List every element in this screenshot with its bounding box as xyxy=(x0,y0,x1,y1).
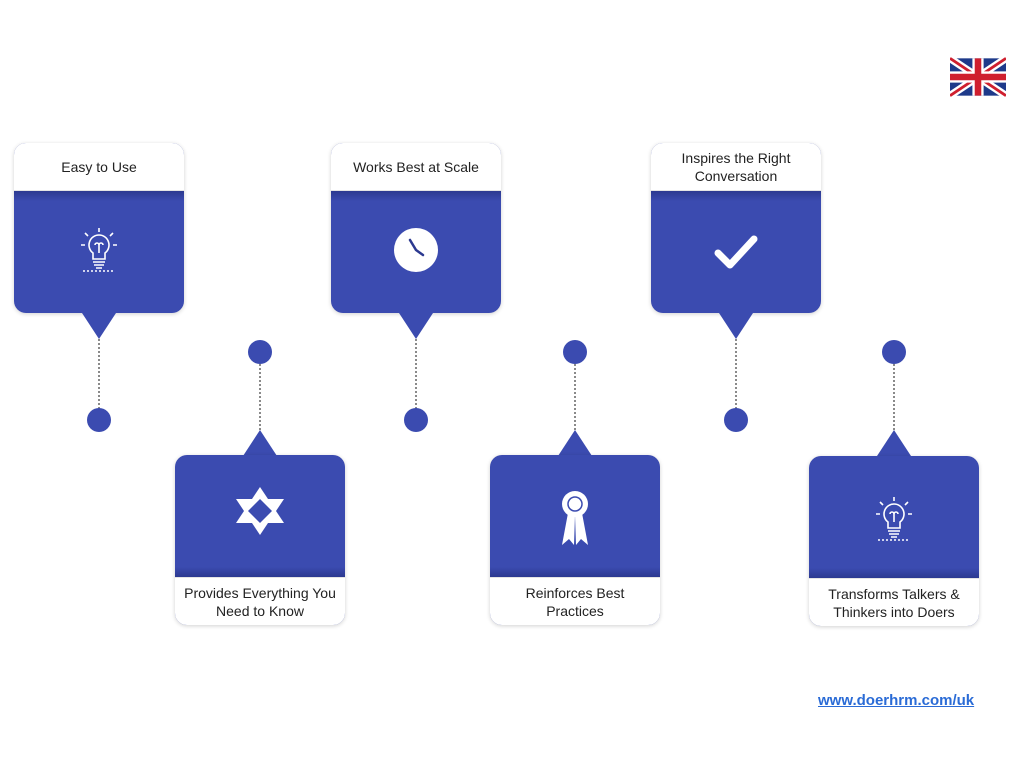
lightbulb-icon xyxy=(81,228,117,272)
step-label: Inspires the Right Conversation xyxy=(651,143,821,191)
step-card-reinforces-best-practices: Reinforces Best Practices xyxy=(490,455,660,625)
step-card-provides-everything: Provides Everything You Need to Know xyxy=(175,455,345,625)
timeline-node xyxy=(87,408,111,432)
website-link[interactable]: www.doerhrm.com/uk xyxy=(818,692,975,709)
uk-flag-icon xyxy=(950,57,1006,97)
step-label: Reinforces Best Practices xyxy=(490,577,660,625)
timeline-node xyxy=(248,340,272,364)
step-card-works-best-at-scale: Works Best at Scale xyxy=(331,143,501,313)
timeline-node xyxy=(724,408,748,432)
timeline-node xyxy=(404,408,428,432)
step-card-inspires-right-conversation: Inspires the Right Conversation xyxy=(651,143,821,313)
star-of-david-icon xyxy=(236,487,284,535)
checkmark-icon xyxy=(714,235,758,269)
lightbulb-icon xyxy=(876,497,912,541)
step-label: Easy to Use xyxy=(14,143,184,191)
step-label: Provides Everything You Need to Know xyxy=(175,577,345,625)
step-label: Works Best at Scale xyxy=(331,143,501,191)
timeline-node xyxy=(563,340,587,364)
step-card-transforms-talkers: Transforms Talkers & Thinkers into Doers xyxy=(809,456,979,626)
step-card-easy-to-use: Easy to Use xyxy=(14,143,184,313)
timeline-node xyxy=(882,340,906,364)
step-label: Transforms Talkers & Thinkers into Doers xyxy=(809,578,979,626)
clock-icon xyxy=(394,228,438,272)
award-ribbon-icon xyxy=(562,491,588,545)
